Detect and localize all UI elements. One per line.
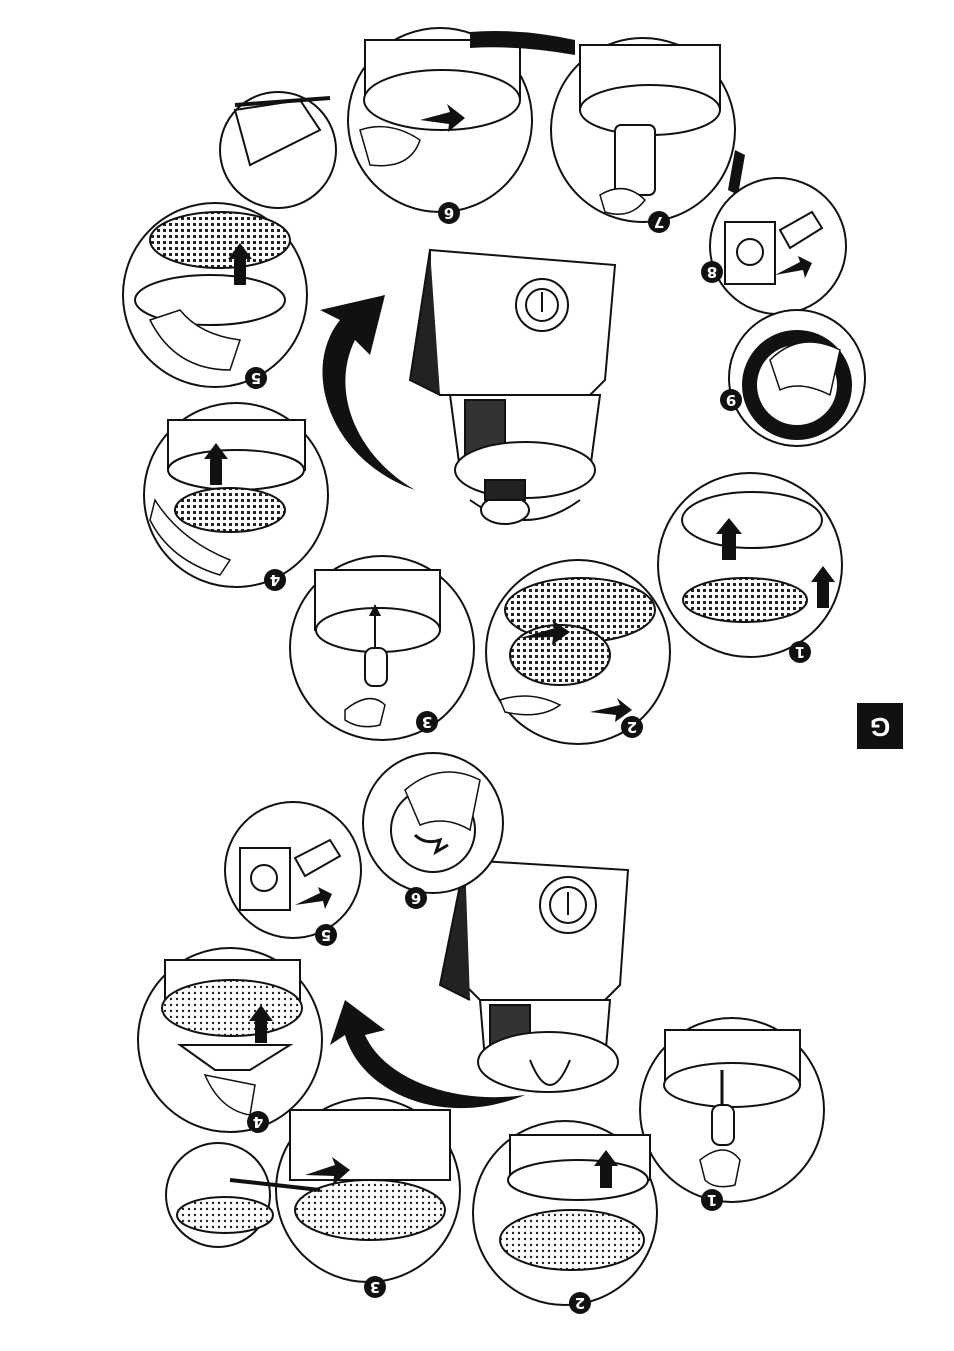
upper-step-5-panel: 5 xyxy=(123,203,307,389)
upper-step-7-number: 7 xyxy=(654,213,664,231)
lower-step-2-number: 2 xyxy=(575,1294,585,1312)
upper-step-2-number: 2 xyxy=(627,718,637,736)
lower-step-2-panel: 2 xyxy=(473,1121,657,1314)
upper-appliance-illustration xyxy=(410,250,615,524)
upper-step-1-panel: 1 xyxy=(658,473,842,663)
lower-step-5-panel: 5 xyxy=(225,802,361,946)
upper-step-5-number: 5 xyxy=(251,369,261,387)
upper-step-1-number: 1 xyxy=(795,643,805,661)
upper-step-8-panel: 8 xyxy=(701,178,846,314)
lower-step-4-number: 4 xyxy=(253,1113,263,1131)
lower-step-4-panel: 4 xyxy=(138,948,322,1133)
upper-step-8-number: 8 xyxy=(707,263,717,281)
lower-step-6-number: 6 xyxy=(411,889,421,907)
upper-step-9-panel: 9 xyxy=(720,310,865,446)
upper-step-4-panel: 4 xyxy=(144,403,328,591)
upper-step-2-panel: 2 xyxy=(486,560,670,744)
upper-step-6-panel: 6 xyxy=(220,28,532,224)
upper-step-7-panel: 7 xyxy=(551,38,735,233)
upper-step-4-number: 4 xyxy=(270,571,280,589)
lower-step-5-number: 5 xyxy=(321,926,331,944)
upper-step-3-panel: 3 xyxy=(290,556,474,740)
lower-appliance-illustration xyxy=(440,860,628,1092)
upper-step-3-number: 3 xyxy=(422,713,432,731)
curved-arrow-icon xyxy=(320,295,415,490)
upper-step-6-number: 6 xyxy=(444,204,454,222)
lower-step-3-number: 3 xyxy=(370,1278,380,1296)
upper-step-9-number: 9 xyxy=(726,391,736,409)
lower-step-1-number: 1 xyxy=(707,1191,717,1209)
lower-step-1-panel: 1 xyxy=(640,1018,824,1211)
